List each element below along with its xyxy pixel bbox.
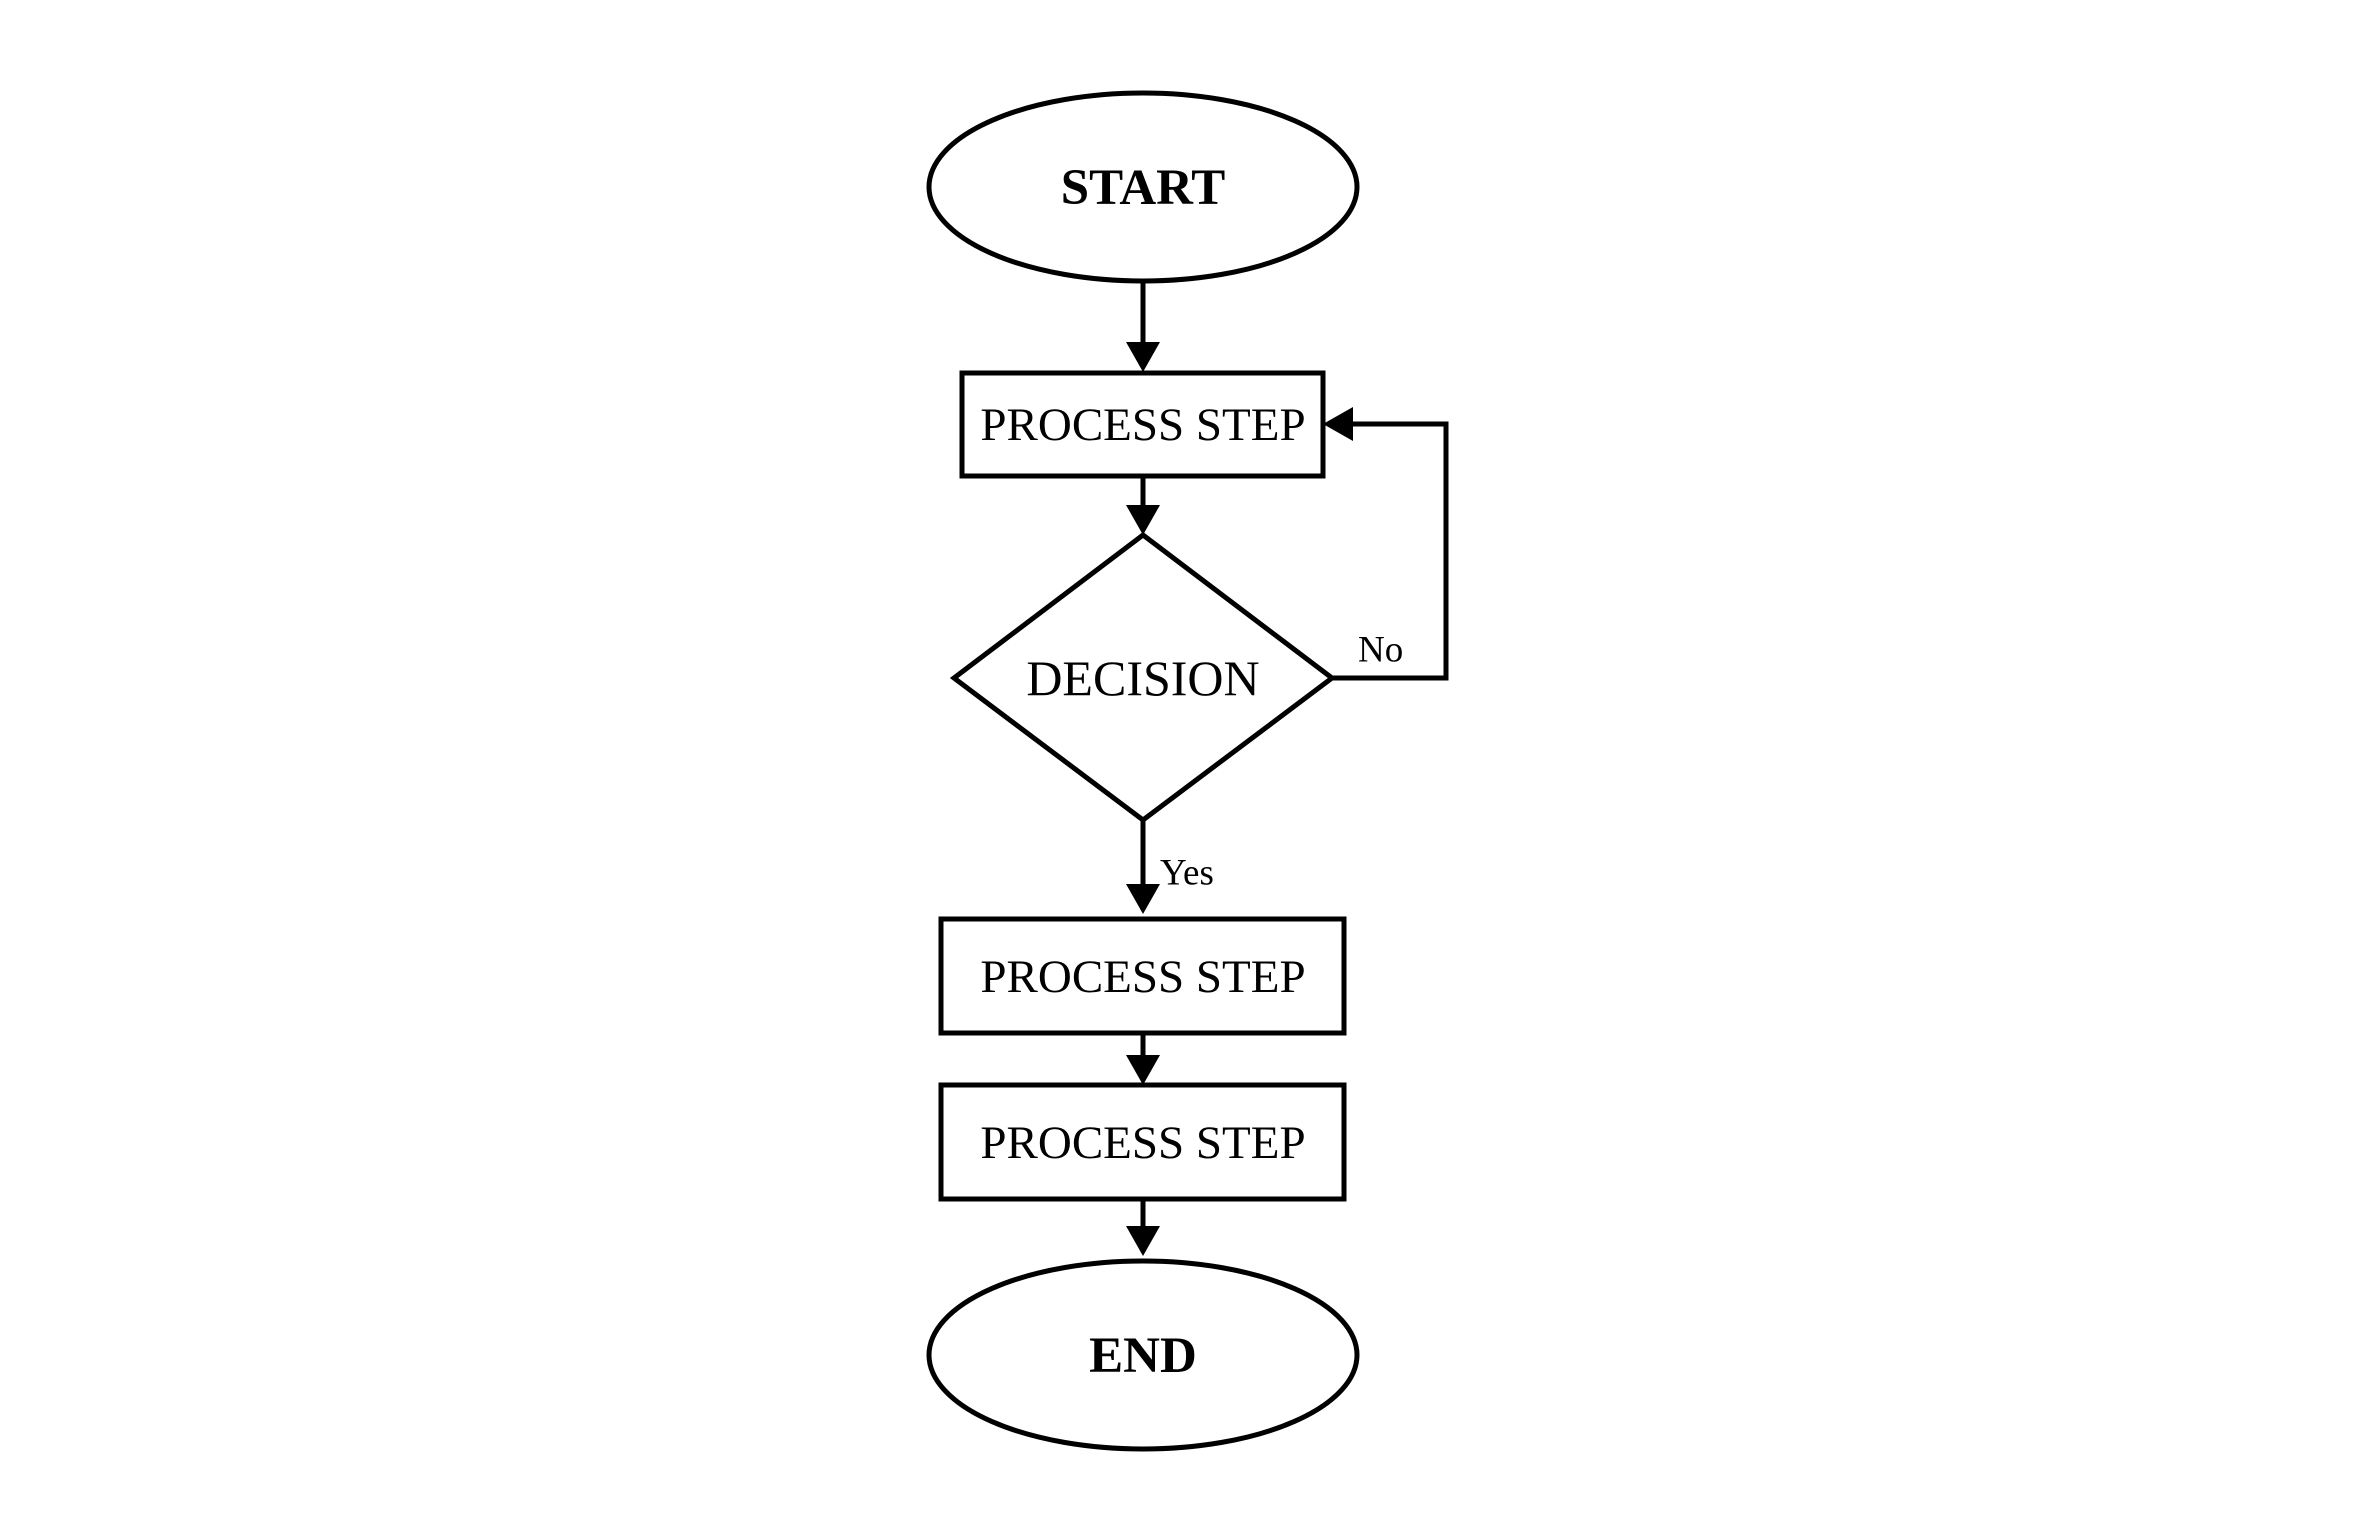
end-terminal <box>926 1258 1360 1452</box>
connector-no-loop <box>1332 421 1449 681</box>
edge-label-no: No <box>1358 630 1403 671</box>
arrowhead-no-loop <box>1323 407 1353 441</box>
start-label: START <box>1061 160 1225 216</box>
decision-label: DECISION <box>1026 650 1259 706</box>
arrowhead-process-3 <box>1126 1055 1160 1085</box>
arrowhead-end <box>1126 1226 1160 1256</box>
edge-label-yes: Yes <box>1160 853 1214 894</box>
process-step-1-label: PROCESS STEP <box>980 399 1305 451</box>
process-step-3-label: PROCESS STEP <box>980 1117 1305 1169</box>
process-step-2-label: PROCESS STEP <box>980 951 1305 1003</box>
process-step-1-box <box>959 370 1326 479</box>
end-label: END <box>1089 1328 1197 1384</box>
arrowhead-decision <box>1126 505 1160 535</box>
arrowhead-process-2 <box>1126 884 1160 914</box>
arrowhead-process-1 <box>1126 342 1160 372</box>
